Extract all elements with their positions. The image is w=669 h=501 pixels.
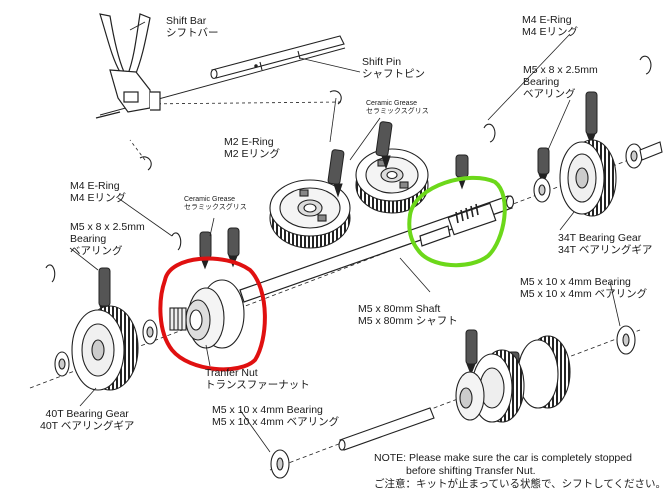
- m4-ering-top-jp: M4 Eリング: [522, 26, 579, 38]
- m4-ering-left-jp: M4 Eリング: [70, 192, 127, 204]
- ceramic-grease-top-en: Ceramic Grease: [366, 100, 417, 107]
- bearings-left: [54, 319, 158, 377]
- label-34t-bearing-gear: 34T Bearing Gear 34T ベアリングギア: [558, 232, 652, 256]
- lower-shaft: [338, 407, 435, 451]
- label-m4-ering-left: M4 E-Ring M4 Eリング: [70, 180, 126, 204]
- shaft-en: M5 x 80mm Shaft: [358, 303, 441, 315]
- shift-bar-jp: シフトバー: [166, 27, 219, 39]
- note-line-1: NOTE: Please make sure the car is comple…: [374, 452, 632, 464]
- main-shaft: [239, 195, 515, 303]
- label-m5x10-bearing-bottom: M5 x 10 x 4mm Bearing M5 x 10 x 4mm ベアリン…: [212, 404, 339, 428]
- bearing-gear-40t-jp: 40T ベアリングギア: [40, 420, 135, 432]
- label-m5x8-bearing-left: M5 x 8 x 2.5mm Bearing ベアリング: [70, 221, 145, 257]
- label-shift-bar: Shift Bar シフトバー: [166, 15, 219, 39]
- green-highlight-circle: [407, 175, 507, 268]
- label-ceramic-grease-left: Ceramic Grease セラミックスグリス: [184, 196, 247, 212]
- bearing-gear-34t: [559, 139, 617, 217]
- ceramic-grease-left-en: Ceramic Grease: [184, 196, 235, 203]
- label-m5x10-bearing-right: M5 x 10 x 4mm Bearing M5 x 10 x 4mm ベアリン…: [520, 276, 647, 300]
- label-m5x8-bearing-top: M5 x 8 x 2.5mm Bearing ベアリング: [523, 64, 598, 100]
- m5x10-bearing-bottom-en: M5 x 10 x 4mm Bearing: [212, 404, 323, 416]
- label-shift-pin: Shift Pin シャフトピン: [362, 56, 425, 80]
- ceramic-grease-gear-right: [355, 148, 429, 214]
- m5x8-bearing-left-en: M5 x 8 x 2.5mm: [70, 221, 145, 233]
- shaft-jp: M5 x 80mm シャフト: [358, 315, 458, 327]
- m2-ering-en: M2 E-Ring: [224, 136, 274, 148]
- m5x10-bearing-right-jp: M5 x 10 x 4mm ベアリング: [520, 288, 648, 300]
- label-40t-bearing-gear: 40T Bearing Gear 40T ベアリングギア: [40, 408, 134, 432]
- m5x10-bearing-right-en: M5 x 10 x 4mm Bearing: [520, 276, 631, 288]
- label-shaft: M5 x 80mm Shaft M5 x 80mm シャフト: [358, 303, 458, 327]
- m2-e-rings: [129, 90, 342, 171]
- bearing-gear-40t: [71, 305, 139, 391]
- m4-ering-top-en: M4 E-Ring: [522, 14, 572, 26]
- e-rings-left: [45, 232, 182, 283]
- bearing-gear-40t-en: 40T Bearing Gear: [45, 408, 129, 420]
- note-line-3: ご注意：キットが止まっている状態で、シフトしてください。: [374, 478, 667, 490]
- transfer-nut: [169, 279, 245, 349]
- label-transfer-nut: Tranfer Nut トランスファーナット: [205, 367, 310, 391]
- shift-pin: [210, 35, 345, 80]
- e-rings-right: [483, 55, 652, 143]
- lower-bearings: [270, 325, 636, 479]
- shift-pin-jp: シャフトピン: [362, 68, 425, 80]
- m5x8-bearing-left-en2: Bearing: [70, 233, 107, 245]
- red-highlight-circle: [158, 256, 267, 372]
- grease-tubes: [98, 91, 598, 376]
- bearing-gear-34t-jp: 34T ベアリングギア: [558, 244, 653, 256]
- bearing-gear-34t-en: 34T Bearing Gear: [558, 232, 642, 244]
- label-m2-ering: M2 E-Ring M2 Eリング: [224, 136, 280, 160]
- m5x8-bearing-top-jp: ベアリング: [523, 88, 576, 100]
- m5x10-bearing-bottom-jp: M5 x 10 x 4mm ベアリング: [212, 416, 340, 428]
- shift-pin-en: Shift Pin: [362, 56, 402, 68]
- transfer-nut-en: Tranfer Nut: [205, 367, 258, 379]
- m2-ering-jp: M2 Eリング: [224, 148, 281, 160]
- transfer-nut-jp: トランスファーナット: [205, 379, 310, 391]
- ceramic-grease-left-jp: セラミックスグリス: [184, 204, 247, 211]
- m5x8-bearing-top-en2: Bearing: [523, 76, 560, 88]
- shift-bar: [95, 13, 161, 119]
- leader-lines: [69, 21, 621, 453]
- shift-bar-en: Shift Bar: [166, 15, 207, 27]
- lower-axis: [269, 329, 641, 471]
- m5x8-bearing-top-en: M5 x 8 x 2.5mm: [523, 64, 598, 76]
- label-m4-ering-top: M4 E-Ring M4 Eリング: [522, 14, 578, 38]
- m5x8-bearing-left-jp: ベアリング: [70, 245, 123, 257]
- note-block: NOTE: Please make sure the car is comple…: [374, 452, 666, 491]
- lower-gear-assembly: [455, 335, 571, 423]
- bearings-right: [533, 141, 663, 203]
- m4-ering-left-en: M4 E-Ring: [70, 180, 120, 192]
- label-ceramic-grease-top: Ceramic Grease セラミックスグリス: [366, 100, 429, 116]
- note-line-2: before shifting Transfer Nut.: [406, 465, 536, 477]
- ceramic-grease-top-jp: セラミックスグリス: [366, 108, 429, 115]
- ceramic-grease-gear-left: [269, 179, 351, 249]
